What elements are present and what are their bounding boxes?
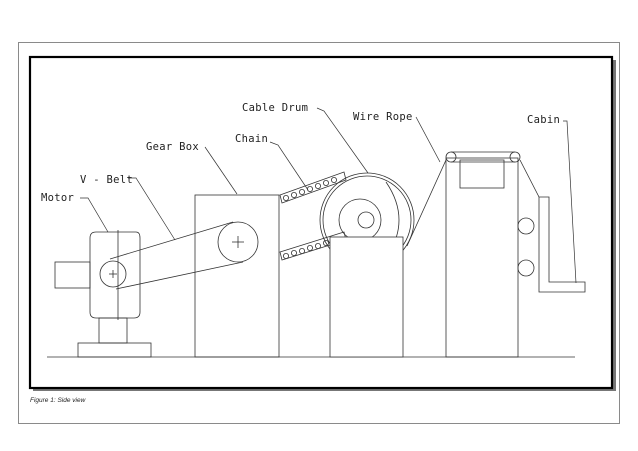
wire-rope (406, 159, 447, 247)
v-belt-leader (128, 177, 176, 241)
label-gear-box: Gear Box (146, 141, 199, 153)
chain (279, 171, 347, 261)
label-cabin: Cabin (527, 114, 560, 126)
motor-leader (80, 197, 109, 233)
figure-caption: Figure 1: Side view (30, 397, 86, 404)
drum-stand (329, 236, 404, 358)
v-belt (99, 221, 259, 290)
motor-pulley (99, 260, 127, 288)
gear-box (194, 194, 280, 358)
label-motor: Motor (41, 192, 74, 204)
label-wire-rope: Wire Rope (353, 111, 413, 123)
hoist-tower (445, 151, 540, 358)
cable-drum-leader (316, 107, 369, 174)
label-v-belt: V - Belt (80, 174, 133, 186)
label-cable-drum: Cable Drum (242, 102, 308, 114)
label-chain: Chain (235, 133, 268, 145)
gearbox-pulley (217, 221, 259, 263)
motor (54, 230, 152, 358)
wire-rope-leader (415, 116, 441, 163)
gear-box-leader (204, 146, 238, 195)
cabin (517, 196, 586, 293)
cabin-leader (563, 120, 577, 284)
chain-leader (269, 141, 309, 191)
drawing-border (28, 55, 614, 390)
